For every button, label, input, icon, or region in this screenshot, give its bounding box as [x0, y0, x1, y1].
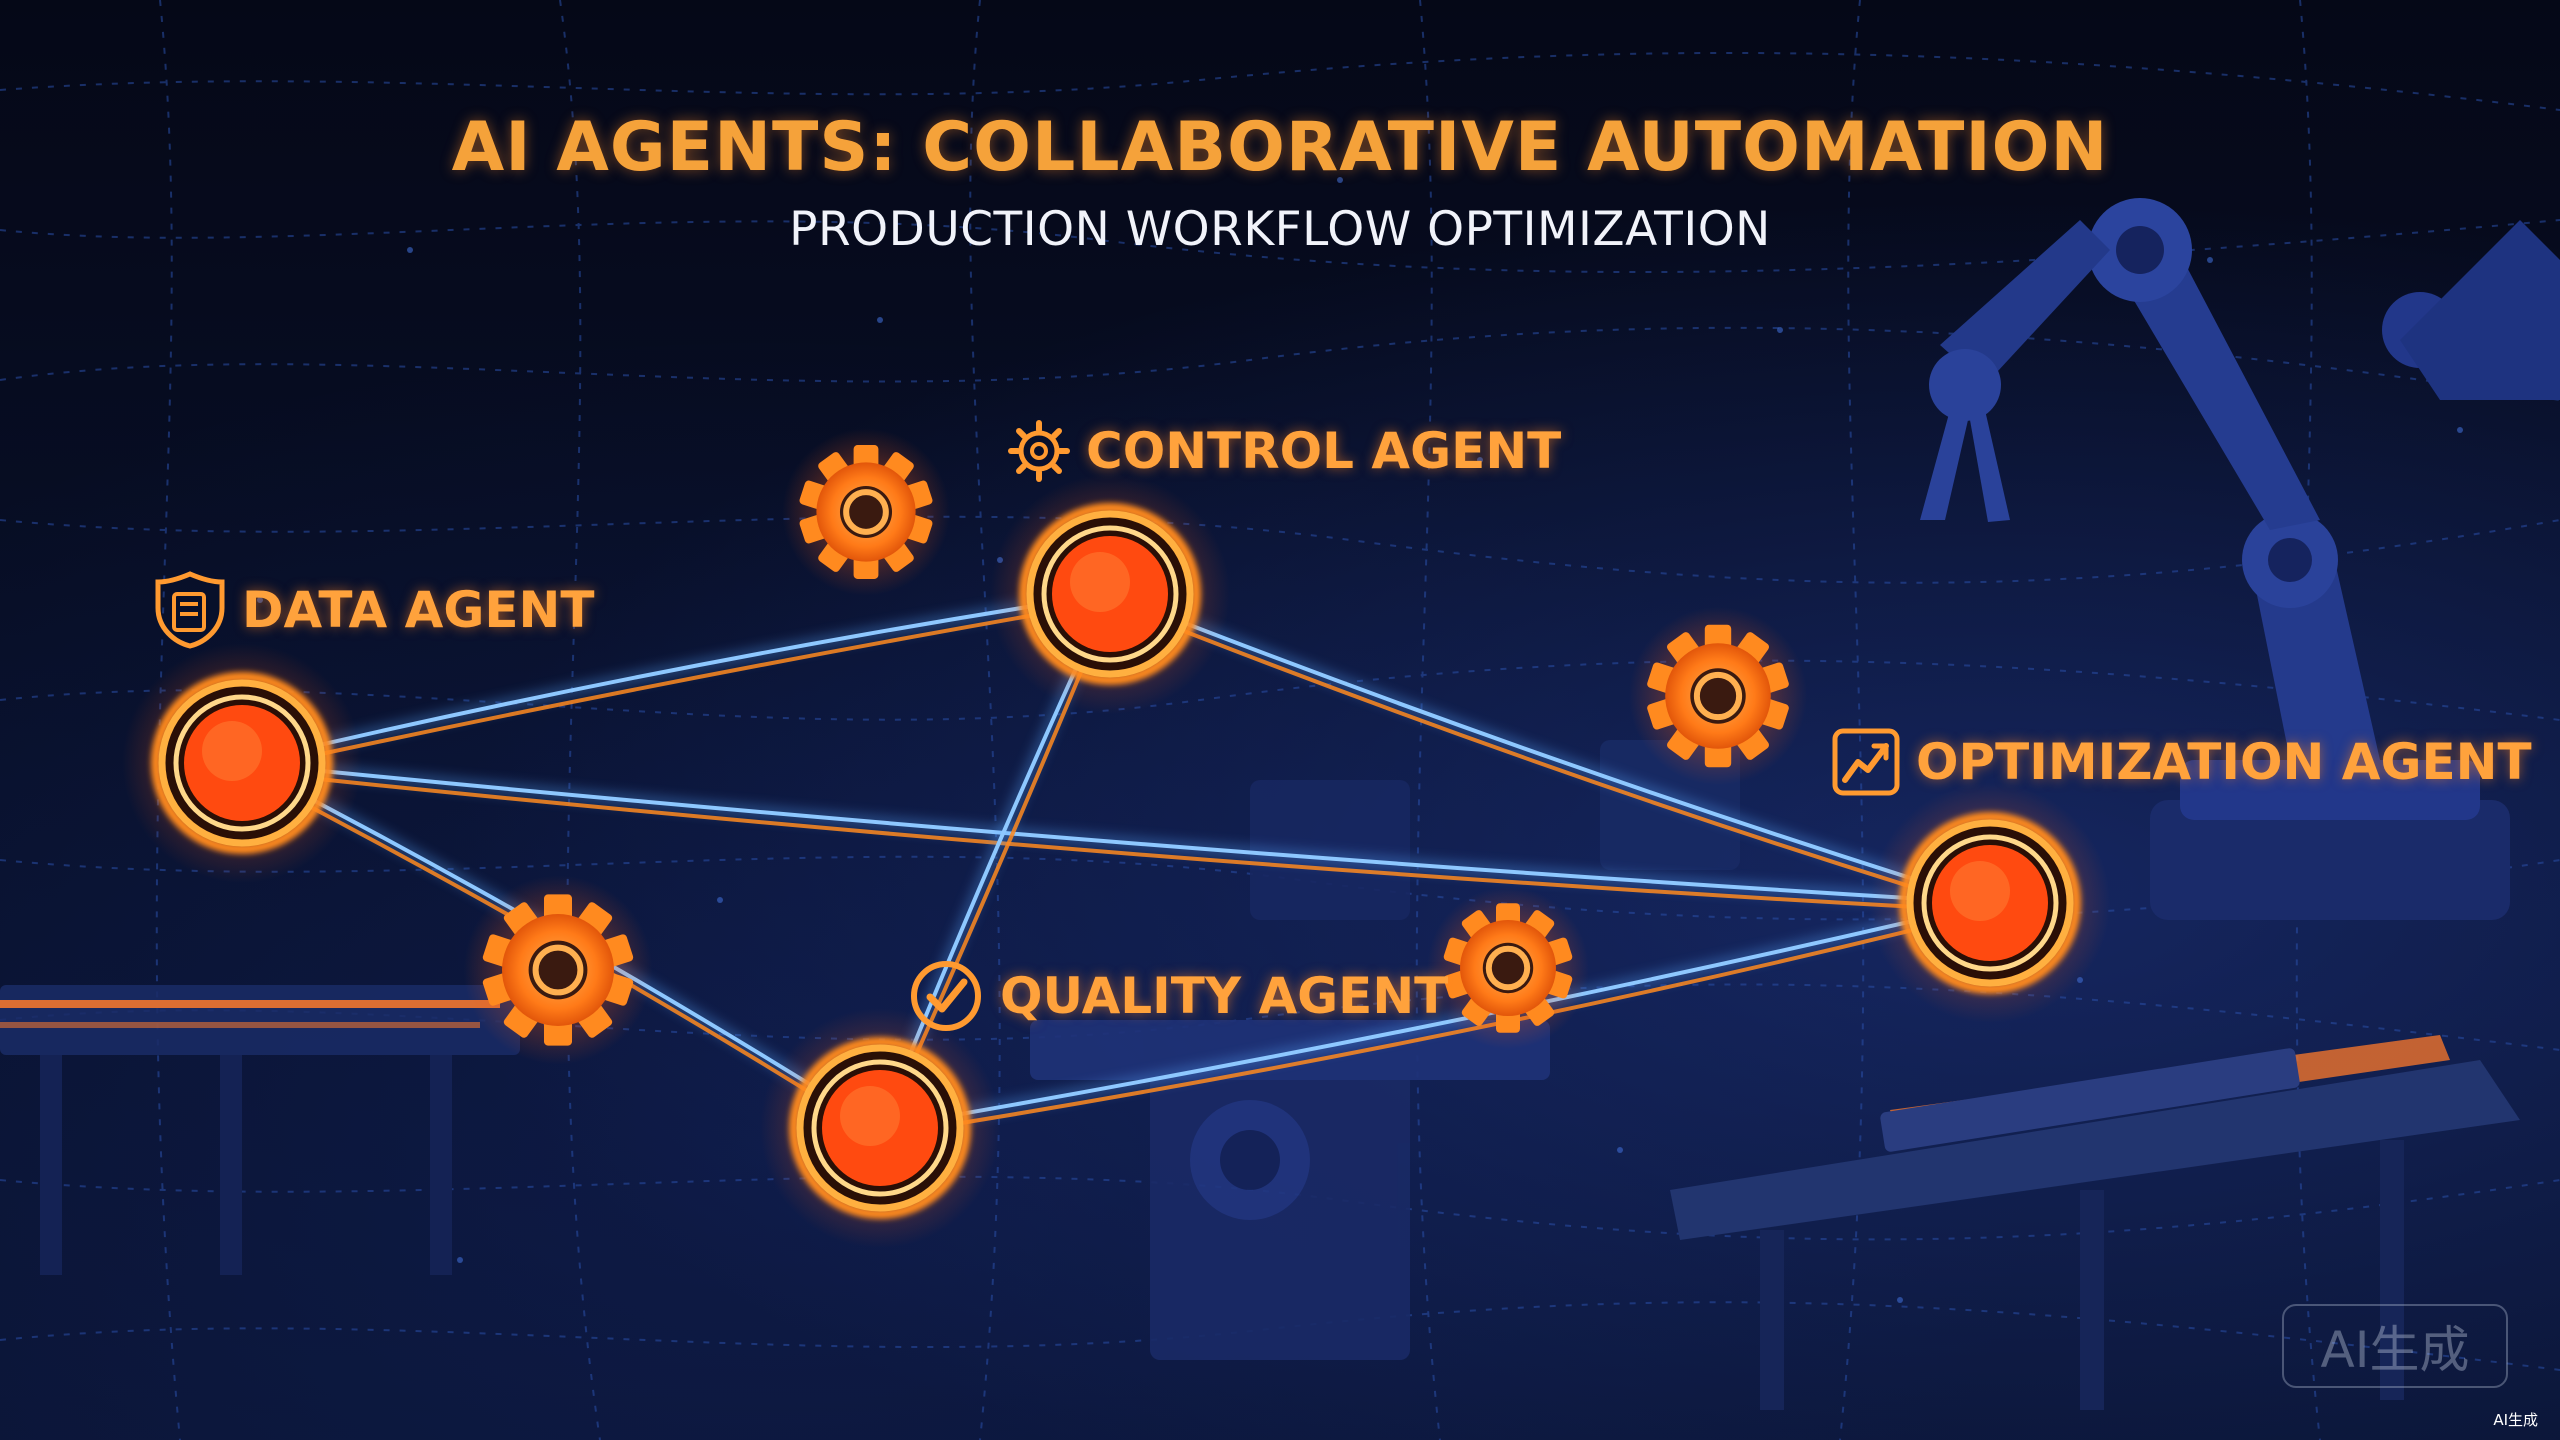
- ai-generated-watermark: AI生成: [2282, 1304, 2508, 1388]
- left-conveyor: [0, 985, 520, 1275]
- quality-agent-label: QUALITY AGENT: [906, 956, 1448, 1036]
- quality-agent-text: QUALITY AGENT: [1000, 967, 1449, 1025]
- trend-chart-icon: [1832, 728, 1900, 796]
- gear-icon: [1628, 606, 1808, 786]
- optimization-agent-text: OPTIMIZATION AGENT: [1916, 733, 2532, 791]
- gear-cluster-icon: [1008, 420, 1070, 482]
- ai-generated-corner-mark: AI生成: [2493, 1411, 2538, 1429]
- right-conveyor: [1670, 1035, 2520, 1410]
- connection-data-optimization: [236, 757, 1996, 913]
- optimization-agent-node: [1870, 783, 2110, 1023]
- data-agent-label: DATA AGENT: [152, 570, 595, 650]
- connection-data-control: [236, 588, 1116, 773]
- gear-icon: [1427, 887, 1589, 1049]
- robot-arm: [1920, 198, 2560, 920]
- data-agent-text: DATA AGENT: [242, 581, 595, 639]
- agent-nodes: [122, 474, 2110, 1248]
- shield-document-icon: [155, 571, 225, 649]
- gear-icon: [463, 875, 653, 1065]
- control-agent-text: CONTROL AGENT: [1086, 422, 1562, 480]
- diagram-subtitle: PRODUCTION WORKFLOW OPTIMIZATION: [789, 202, 1771, 257]
- diagram-title: AI AGENTS: COLLABORATIVE AUTOMATION: [451, 108, 2109, 187]
- quality-agent-node: [760, 1008, 1000, 1248]
- connection-quality-optimization: [874, 897, 1996, 1138]
- optimization-agent-label: OPTIMIZATION AGENT: [1830, 726, 2532, 798]
- gear-icon: [782, 428, 950, 596]
- connection-lines: [236, 588, 1996, 1138]
- data-agent-node: [122, 643, 362, 883]
- center-machine: [1030, 740, 1740, 1360]
- gear-decorations: [463, 428, 1808, 1065]
- control-agent-node: [990, 474, 1230, 714]
- check-circle-icon: [911, 961, 981, 1031]
- control-agent-label: CONTROL AGENT: [1006, 418, 1561, 484]
- connection-control-optimization: [1104, 588, 1996, 913]
